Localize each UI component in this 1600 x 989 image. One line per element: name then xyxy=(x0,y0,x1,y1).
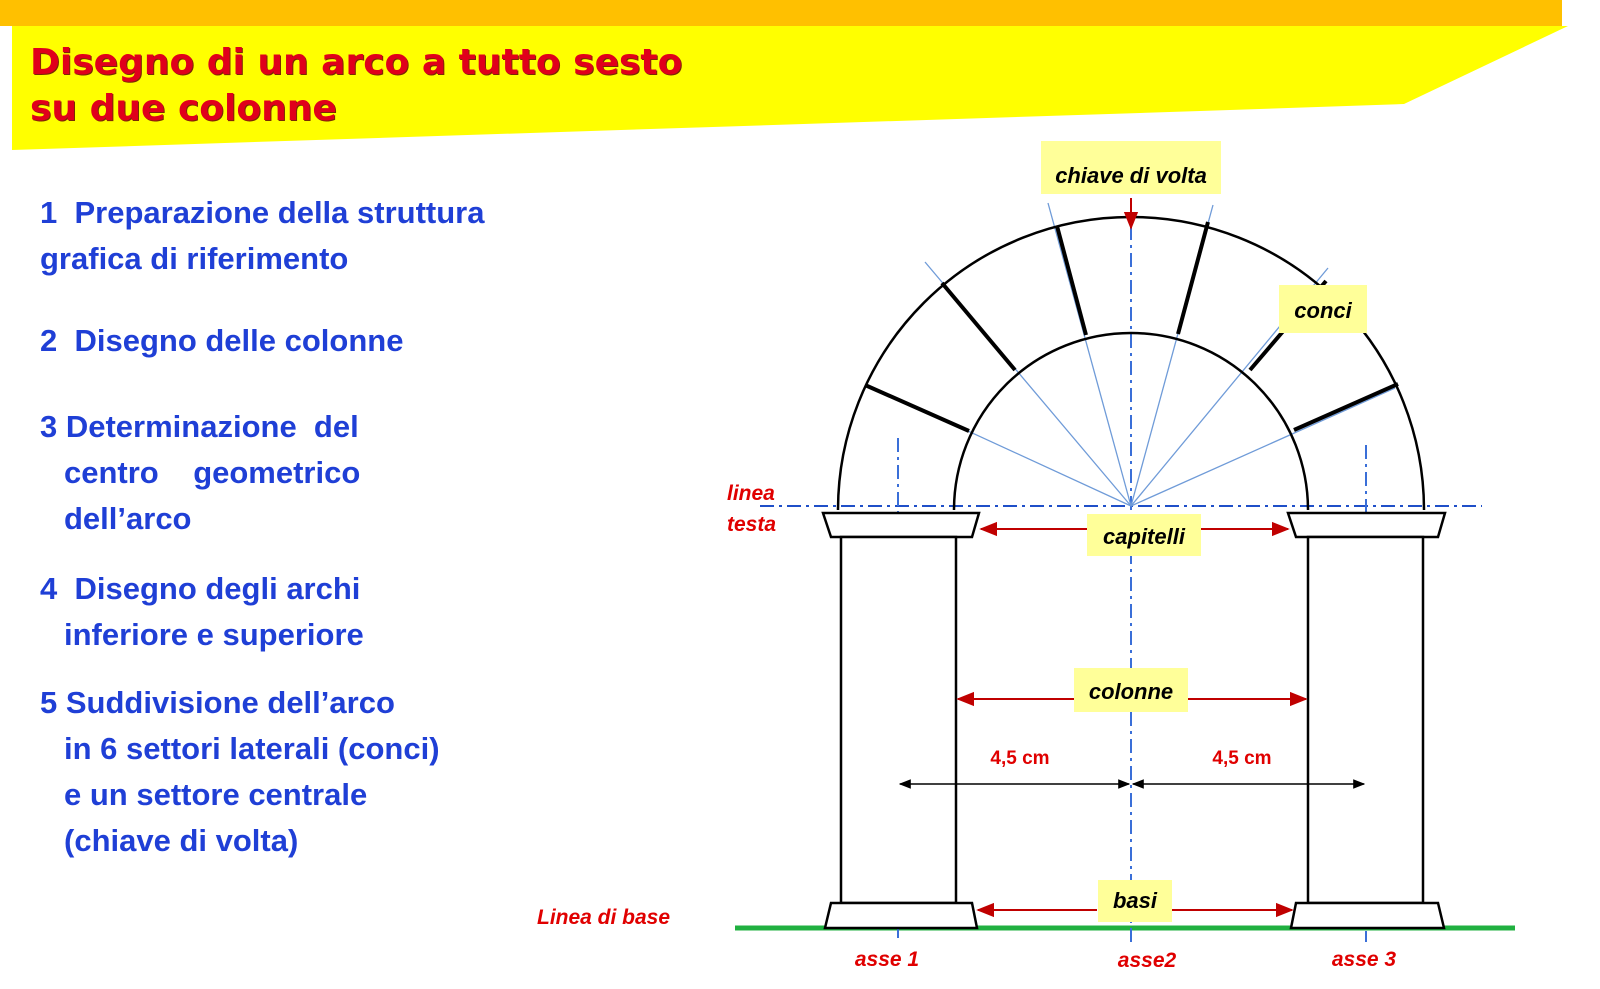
step-1-line-1: 1 Preparazione della struttura xyxy=(40,195,485,230)
left-base xyxy=(823,901,979,930)
label-basi: basi xyxy=(1098,880,1172,922)
inner-arch xyxy=(952,331,1310,511)
step-2-line-1: 2 Disegno delle colonne xyxy=(40,323,404,358)
ray-6 xyxy=(1130,387,1396,507)
step-4-line-2: inferiore e superiore xyxy=(64,617,364,652)
step-1-line-2: grafica di riferimento xyxy=(40,241,349,276)
label-conci: conci xyxy=(1279,285,1367,333)
right-base xyxy=(1289,901,1446,930)
step-5-line-4: (chiave di volta) xyxy=(64,823,299,858)
label-linea-testa-line-1: linea xyxy=(727,482,775,505)
step-1: 1 Preparazione della struttura grafica d… xyxy=(40,190,560,282)
step-5: 5 Suddivisione dell’arco in 6 settori la… xyxy=(40,680,560,864)
step-2: 2 Disegno delle colonne xyxy=(40,318,560,364)
step-3-line-2: centro geometrico xyxy=(64,455,361,490)
page-title-line-2: su due colonne xyxy=(30,88,337,129)
label-capitelli: capitelli xyxy=(1087,514,1201,556)
joint-2 xyxy=(940,281,1017,372)
step-3-line-1: 3 Determinazione del xyxy=(40,409,359,444)
label-chiave-di-volta: chiave di volta xyxy=(1041,141,1221,194)
label-basi-text: basi xyxy=(1113,888,1158,913)
label-colonne-text: colonne xyxy=(1089,679,1173,704)
ray-3 xyxy=(1047,202,1132,507)
label-asse-2: asse2 xyxy=(1118,949,1177,972)
banner-orange-band xyxy=(0,0,1562,26)
left-capital xyxy=(821,511,981,539)
step-5-line-3: e un settore centrale xyxy=(64,777,368,812)
joint-4 xyxy=(1176,221,1210,335)
label-asse-1: asse 1 xyxy=(855,948,919,971)
page-title: Disegno di un arco a tutto sesto su due … xyxy=(30,40,682,132)
page-title-line-1: Disegno di un arco a tutto sesto xyxy=(30,42,683,83)
label-colonne: colonne xyxy=(1074,668,1188,712)
label-asse-3: asse 3 xyxy=(1332,948,1397,971)
right-column-shaft xyxy=(1306,535,1425,905)
label-dim-right: 4,5 cm xyxy=(1212,748,1271,769)
joint-1 xyxy=(864,383,970,433)
step-5-line-1: 5 Suddivisione dell’arco xyxy=(40,685,395,720)
label-chiave-di-volta-text: chiave di volta xyxy=(1055,163,1207,188)
step-4: 4 Disegno degli archi inferiore e superi… xyxy=(40,566,560,658)
step-3-line-3: dell’arco xyxy=(64,501,192,536)
title-banner xyxy=(0,0,1568,150)
label-capitelli-text: capitelli xyxy=(1103,524,1186,549)
joint-6 xyxy=(1293,382,1399,432)
label-dim-left: 4,5 cm xyxy=(990,748,1049,769)
label-conci-text: conci xyxy=(1294,298,1352,323)
step-3: 3 Determinazione del centro geometrico d… xyxy=(40,404,560,542)
label-linea-di-base: Linea di base xyxy=(537,906,670,929)
joint-3 xyxy=(1055,225,1088,336)
left-column-shaft xyxy=(839,535,958,905)
label-linea-testa-line-2: testa xyxy=(727,513,776,536)
banner-yellow-band xyxy=(12,26,1568,150)
step-4-line-1: 4 Disegno degli archi xyxy=(40,571,361,606)
step-5-line-2: in 6 settori laterali (conci) xyxy=(64,731,440,766)
right-capital xyxy=(1286,511,1447,539)
